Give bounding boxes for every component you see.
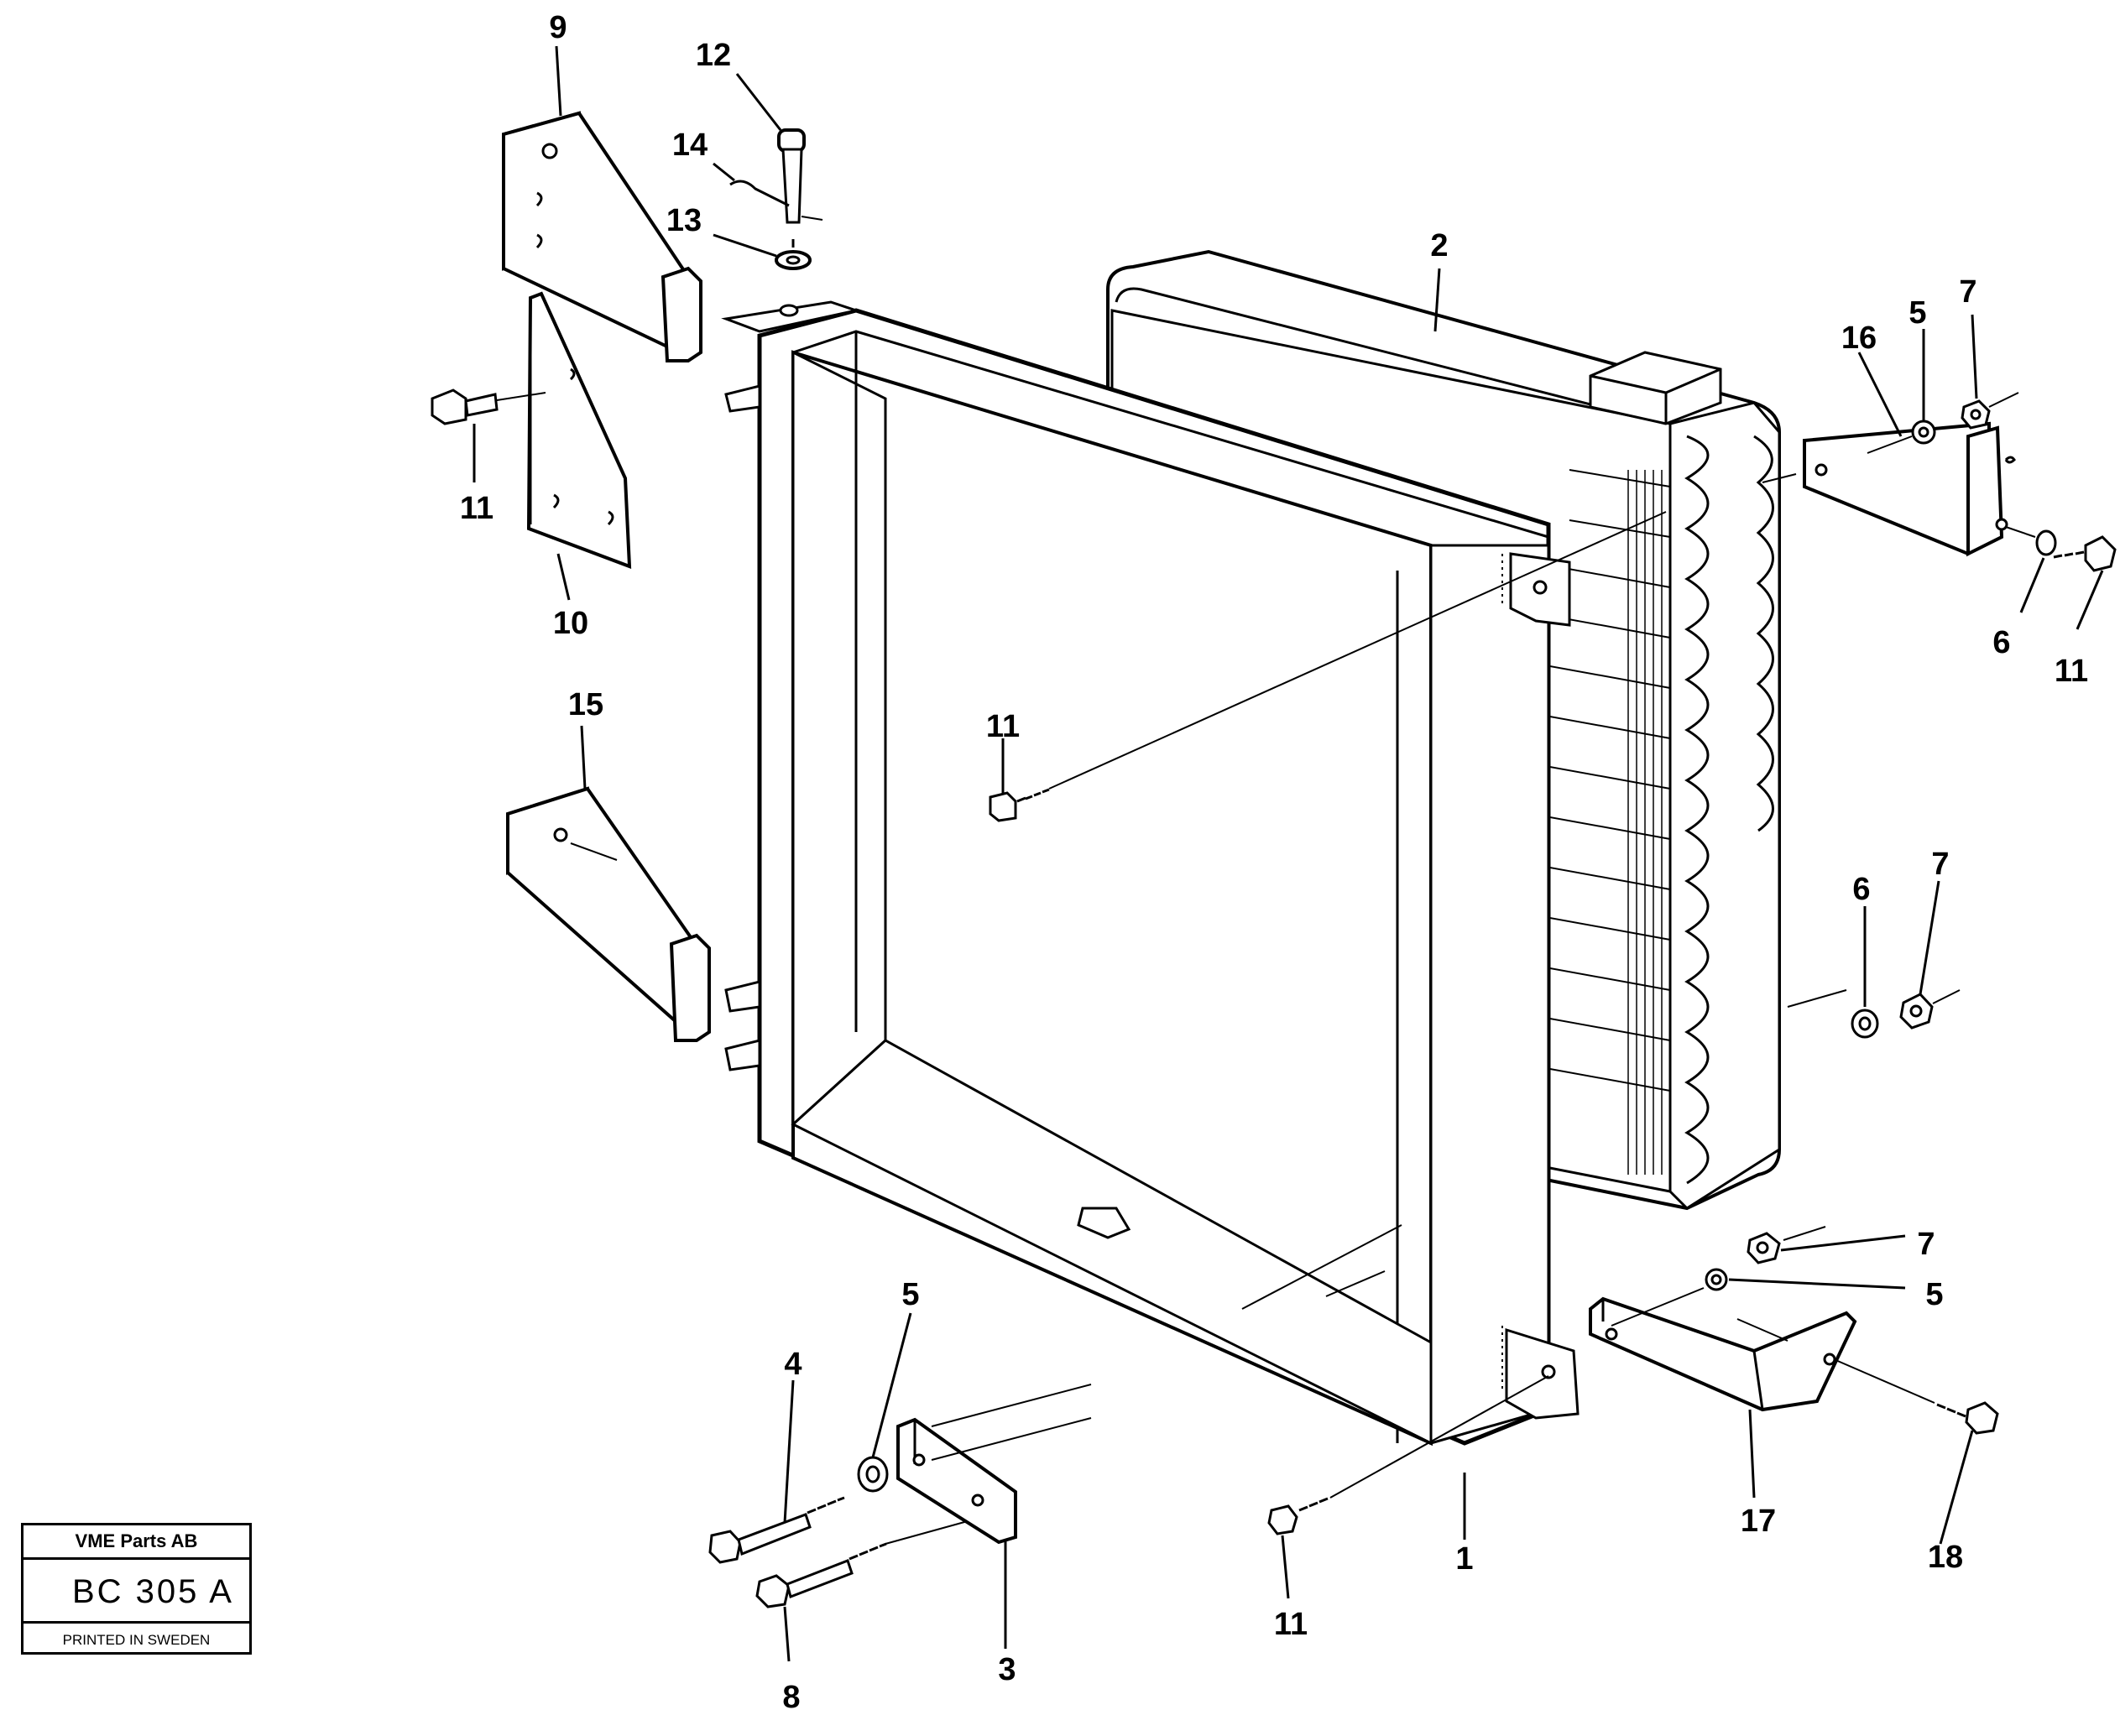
- bolt-11-center: [989, 511, 1667, 822]
- part-label-5-bottom-left: 5: [901, 1277, 919, 1312]
- part-label-12: 12: [696, 38, 731, 73]
- part-label-7-lower-right: 7: [1917, 1227, 1935, 1262]
- bracket-3: [896, 1384, 1092, 1545]
- pin-assembly: [729, 128, 823, 270]
- bracket-15: [506, 786, 711, 1042]
- part-label-11-top-left: 11: [460, 491, 493, 526]
- bolt-11-top-left: [431, 388, 546, 425]
- part-label-13: 13: [666, 203, 702, 238]
- company-name: VME Parts AB: [23, 1525, 249, 1560]
- part-label-3: 3: [998, 1652, 1016, 1687]
- part-label-9: 9: [549, 10, 567, 45]
- title-block: VME Parts AB BC 305 A PRINTED IN SWEDEN: [21, 1523, 252, 1655]
- bolt-4: [708, 1496, 845, 1564]
- part-label-15: 15: [568, 687, 603, 722]
- part-label-11-bottom: 11: [1274, 1607, 1308, 1642]
- part-label-8: 8: [782, 1680, 800, 1715]
- part-label-4: 4: [784, 1347, 802, 1382]
- part-label-5-upper-right: 5: [1909, 295, 1926, 331]
- part-label-5-lower-right: 5: [1925, 1277, 1943, 1312]
- plate-10: [526, 291, 632, 569]
- washer-6-mid-right: [1851, 1009, 1879, 1039]
- nut-7-lower-right: [1747, 1226, 1826, 1264]
- part-label-6-upper-right: 6: [1992, 625, 2010, 660]
- bolt-11-right: [2005, 526, 2117, 572]
- part-label-11-right: 11: [2055, 654, 2088, 689]
- part-label-16: 16: [1841, 321, 1877, 356]
- part-label-17: 17: [1741, 1504, 1776, 1539]
- washer-5-lower-right: [1611, 1268, 1728, 1327]
- part-label-11-center: 11: [986, 709, 1020, 744]
- washer-5-upper-right: [1911, 420, 1936, 445]
- part-labels: 9 12 14 13 11 10 2 16 5 7 6 11 15 11 6 7…: [460, 10, 2088, 1715]
- radiator-frame: [721, 300, 1580, 1447]
- part-label-2: 2: [1430, 228, 1448, 263]
- bolt-11-bottom: [1267, 1375, 1549, 1535]
- printed-note: PRINTED IN SWEDEN: [62, 1632, 211, 1648]
- part-label-7-mid-right: 7: [1931, 847, 1949, 882]
- bracket-17: [1589, 1296, 1857, 1412]
- part-label-18: 18: [1928, 1540, 1963, 1575]
- part-label-7-upper-right: 7: [1959, 274, 1976, 310]
- bracket-9: [502, 111, 702, 362]
- leader-lines: [473, 45, 2104, 1662]
- part-label-6-mid-right: 6: [1852, 872, 1870, 907]
- bolt-18: [1833, 1358, 1999, 1435]
- part-label-14: 14: [672, 128, 708, 163]
- washer-5-bottom-left: [857, 1456, 889, 1493]
- nut-7-mid-right: [1899, 989, 1961, 1030]
- drawing-code: BC 305 A: [23, 1560, 249, 1624]
- part-label-1: 1: [1455, 1541, 1473, 1577]
- part-label-10: 10: [553, 606, 588, 641]
- nut-7-upper-right: [1867, 392, 2019, 454]
- bracket-16: [1762, 421, 2016, 557]
